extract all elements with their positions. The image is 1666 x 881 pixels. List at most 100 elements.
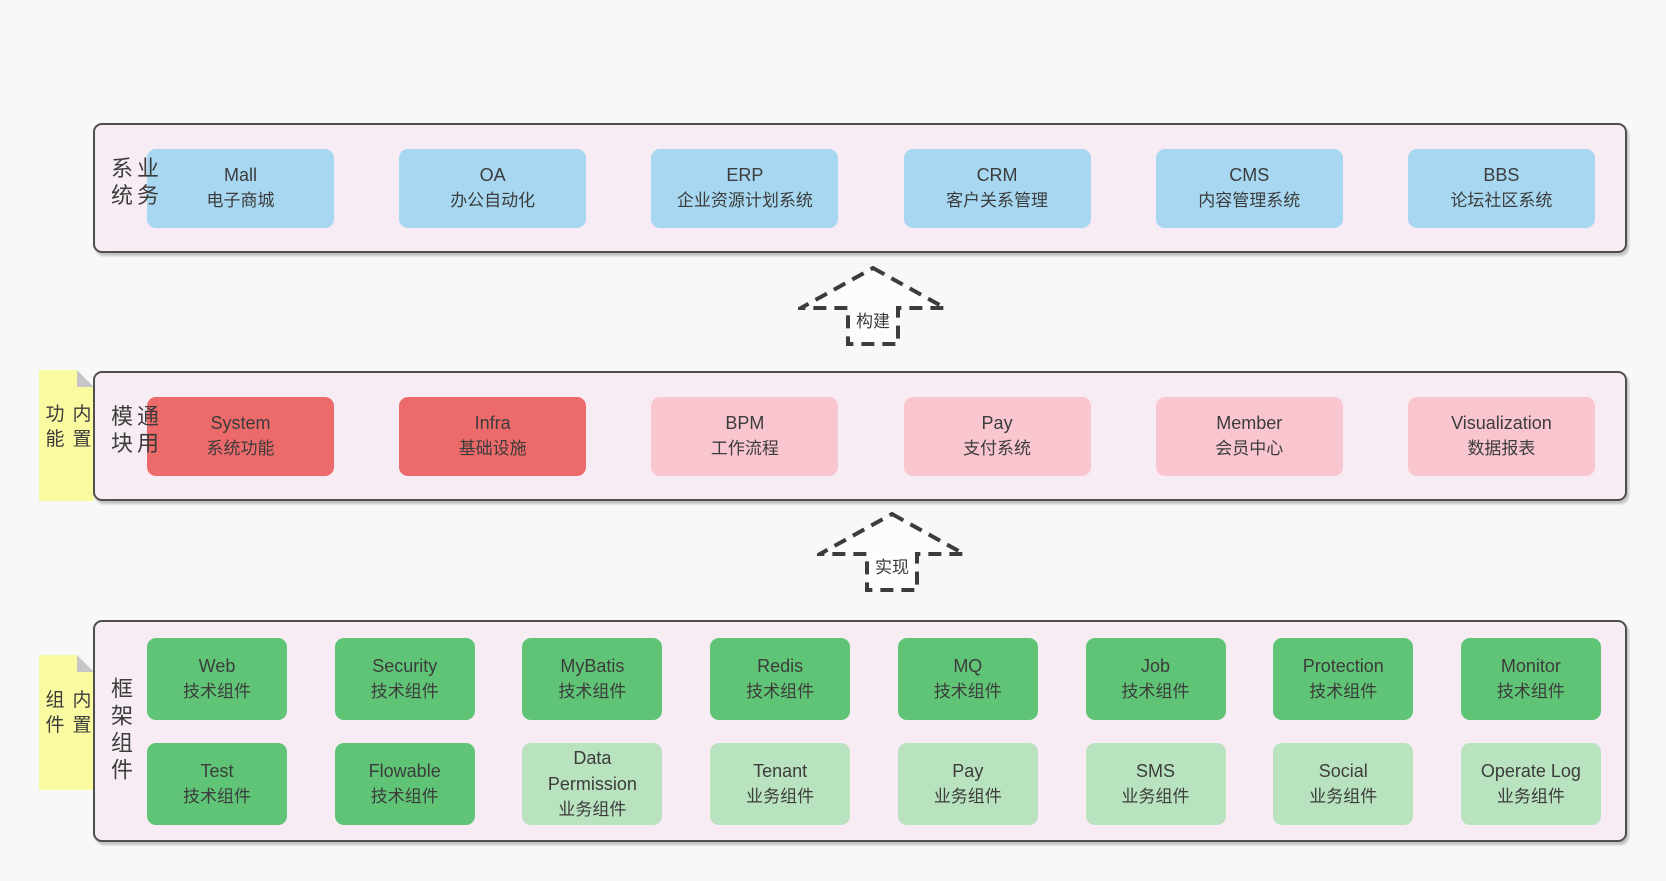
- box-title: ERP: [726, 165, 764, 185]
- box-crm: CRM 客户关系管理: [903, 148, 1091, 228]
- box-title: Flowable: [368, 760, 441, 781]
- box-pay-component: Pay 业务组件: [897, 742, 1038, 825]
- dashed-up-arrow-icon: [817, 512, 967, 592]
- box-mybatis: MyBatis 技术组件: [522, 637, 663, 720]
- box-member: Member 会员中心: [1155, 396, 1343, 476]
- box-data-permission: Data Permission 业务组件: [522, 742, 663, 825]
- box-flowable: Flowable 技术组件: [334, 742, 475, 825]
- box-subtitle: 业务组件: [1496, 786, 1565, 806]
- box-title: MQ: [953, 655, 983, 676]
- box-subtitle: 内容管理系统: [1198, 191, 1301, 210]
- box-protection: Protection 技术组件: [1273, 637, 1414, 720]
- box-mq: MQ 技术组件: [897, 637, 1038, 720]
- box-erp: ERP 企业资源计划系统: [651, 148, 839, 228]
- box-title: Mall: [223, 165, 257, 185]
- box-oa: OA 办公自动化: [399, 148, 587, 228]
- box-test: Test 技术组件: [147, 742, 287, 825]
- box-title: Infra: [474, 413, 511, 433]
- box-cms: CMS 内容管理系统: [1155, 148, 1343, 228]
- box-title: Pay: [981, 413, 1013, 433]
- box-title: Redis: [757, 655, 804, 676]
- box-subtitle: 论坛社区系统: [1450, 191, 1553, 210]
- build-arrow: 构建: [798, 266, 948, 346]
- box-subtitle: 企业资源计划系统: [676, 191, 813, 210]
- box-subtitle: 技术组件: [183, 681, 251, 701]
- dashed-up-arrow-icon: [798, 266, 948, 346]
- box-title: Member: [1216, 413, 1283, 433]
- box-subtitle: 系统功能: [206, 439, 275, 458]
- box-subtitle: 支付系统: [963, 439, 1032, 458]
- box-mall: Mall 电子商城: [147, 148, 334, 228]
- box-subtitle: 会员中心: [1215, 439, 1284, 458]
- box-subtitle: 业务组件: [933, 786, 1002, 806]
- framework-row-1: Web 技术组件 Security 技术组件 MyBatis 技术组件 Redi…: [147, 637, 1601, 720]
- box-subtitle: 业务组件: [558, 799, 627, 819]
- box-subtitle: 技术组件: [370, 681, 439, 701]
- box-title: CMS: [1229, 165, 1270, 185]
- box-subtitle: 办公自动化: [450, 191, 536, 210]
- box-subtitle: 技术组件: [1496, 681, 1565, 701]
- box-title: Operate Log: [1480, 760, 1581, 781]
- box-subtitle: 技术组件: [1309, 681, 1378, 701]
- built-in-components-sticky-label: 内置组件: [42, 688, 91, 739]
- box-title: Web: [198, 655, 236, 676]
- box-subtitle: 技术组件: [746, 681, 815, 701]
- box-subtitle: 业务组件: [1121, 786, 1190, 806]
- business-box-row: Mall 电子商城 OA 办公自动化 ERP 企业资源计划系统 CRM 客户关系…: [95, 125, 1625, 251]
- box-system: System 系统功能: [147, 396, 334, 476]
- implement-arrow-label: 实现: [871, 553, 913, 578]
- box-title: OA: [479, 165, 506, 185]
- box-subtitle: 技术组件: [558, 681, 627, 701]
- built-in-components-sticky: 内置组件: [39, 655, 94, 790]
- box-security: Security 技术组件: [334, 637, 475, 720]
- common-modules-panel: 通用模块 System 系统功能 Infra 基础设施 BPM 工作流程 Pay…: [93, 371, 1627, 501]
- box-title: BPM: [725, 413, 765, 433]
- built-in-functions-sticky: 内置功能: [39, 370, 94, 501]
- sticky-fold-corner-icon: [77, 370, 94, 387]
- box-monitor: Monitor 技术组件: [1460, 637, 1601, 720]
- box-sms: SMS 业务组件: [1085, 742, 1226, 825]
- box-title: Job: [1141, 655, 1171, 676]
- box-title: BBS: [1483, 165, 1520, 185]
- business-panel-label: 业务系统: [108, 156, 159, 211]
- box-title: Protection: [1302, 655, 1384, 676]
- box-subtitle: 电子商城: [206, 191, 275, 210]
- box-subtitle: 基础设施: [458, 439, 527, 458]
- box-title: Security: [372, 655, 438, 676]
- framework-row-2: Test 技术组件 Flowable 技术组件 Data Permission …: [147, 742, 1601, 825]
- build-arrow-label: 构建: [852, 307, 894, 332]
- box-title: Tenant: [753, 760, 808, 781]
- box-social: Social 业务组件: [1273, 742, 1414, 825]
- modules-panel-label: 通用模块: [108, 404, 159, 459]
- business-systems-panel: 业务系统 Mall 电子商城 OA 办公自动化 ERP 企业资源计划系统 CRM…: [93, 123, 1627, 253]
- box-subtitle: 技术组件: [183, 786, 251, 806]
- box-subtitle: 技术组件: [370, 786, 439, 806]
- box-visualization: Visualization 数据报表: [1407, 396, 1595, 476]
- box-title: Visualization: [1451, 413, 1552, 433]
- implement-arrow: 实现: [817, 512, 967, 592]
- box-title: Social: [1318, 760, 1368, 781]
- box-title: SMS: [1136, 760, 1176, 781]
- sticky-fold-corner-icon: [77, 655, 94, 672]
- box-pay-system: Pay 支付系统: [903, 396, 1091, 476]
- box-title: CRM: [976, 165, 1018, 185]
- box-title: MyBatis: [560, 655, 625, 676]
- box-subtitle: 业务组件: [746, 786, 815, 806]
- box-subtitle: 业务组件: [1309, 786, 1378, 806]
- box-infra: Infra 基础设施: [399, 396, 587, 476]
- framework-box-rows: Web 技术组件 Security 技术组件 MyBatis 技术组件 Redi…: [95, 622, 1625, 840]
- modules-box-row: System 系统功能 Infra 基础设施 BPM 工作流程 Pay 支付系统…: [95, 373, 1625, 499]
- box-subtitle: 技术组件: [933, 681, 1002, 701]
- box-title: Monitor: [1500, 655, 1561, 676]
- box-bpm: BPM 工作流程: [651, 396, 839, 476]
- framework-panel-label: 框架组件: [108, 677, 133, 785]
- built-in-functions-sticky-label: 内置功能: [42, 402, 91, 453]
- box-title: Test: [200, 760, 234, 781]
- box-title: Data Permission: [547, 747, 637, 794]
- box-bbs: BBS 论坛社区系统: [1407, 148, 1595, 228]
- box-web: Web 技术组件: [147, 637, 287, 720]
- box-job: Job 技术组件: [1085, 637, 1226, 720]
- box-tenant: Tenant 业务组件: [710, 742, 851, 825]
- box-subtitle: 数据报表: [1467, 439, 1536, 458]
